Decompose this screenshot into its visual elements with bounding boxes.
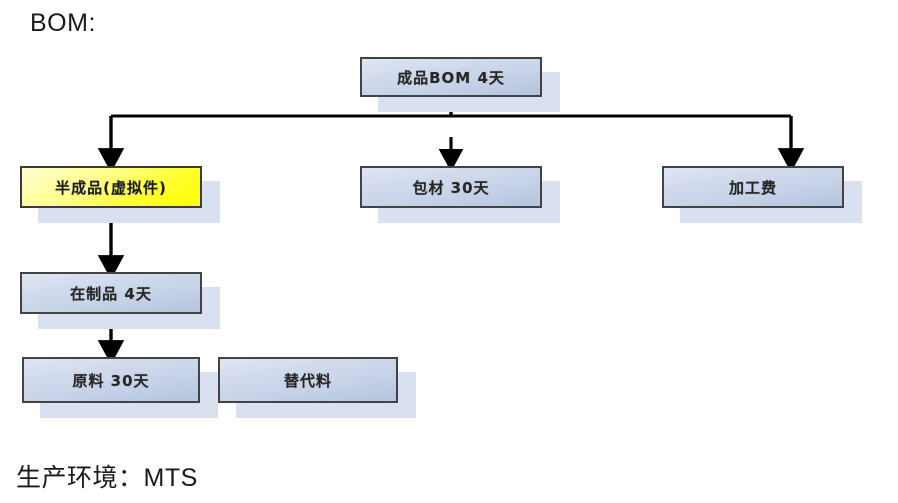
production-environment-label: 生产环境：MTS <box>16 464 198 492</box>
node-substitute-material[interactable]: 替代料 <box>218 357 398 403</box>
node-label-packaging: 包材 30天 <box>412 178 490 197</box>
node-label-raw-material: 原料 30天 <box>72 371 150 390</box>
node-label-processing-fee: 加工费 <box>728 178 777 197</box>
node-label-wip: 在制品 4天 <box>70 284 152 303</box>
node-label-finished-bom: 成品BOM 4天 <box>397 68 505 87</box>
node-label-substitute-material: 替代料 <box>283 371 332 390</box>
node-packaging[interactable]: 包材 30天 <box>360 166 542 208</box>
node-semi-finished[interactable]: 半成品(虚拟件) <box>20 166 202 208</box>
node-processing-fee[interactable]: 加工费 <box>662 166 844 208</box>
node-raw-material[interactable]: 原料 30天 <box>22 357 200 403</box>
node-label-semi-finished: 半成品(虚拟件) <box>55 178 167 197</box>
node-finished-bom[interactable]: 成品BOM 4天 <box>360 57 542 97</box>
page-title: BOM: <box>30 9 96 37</box>
node-wip[interactable]: 在制品 4天 <box>20 272 202 314</box>
